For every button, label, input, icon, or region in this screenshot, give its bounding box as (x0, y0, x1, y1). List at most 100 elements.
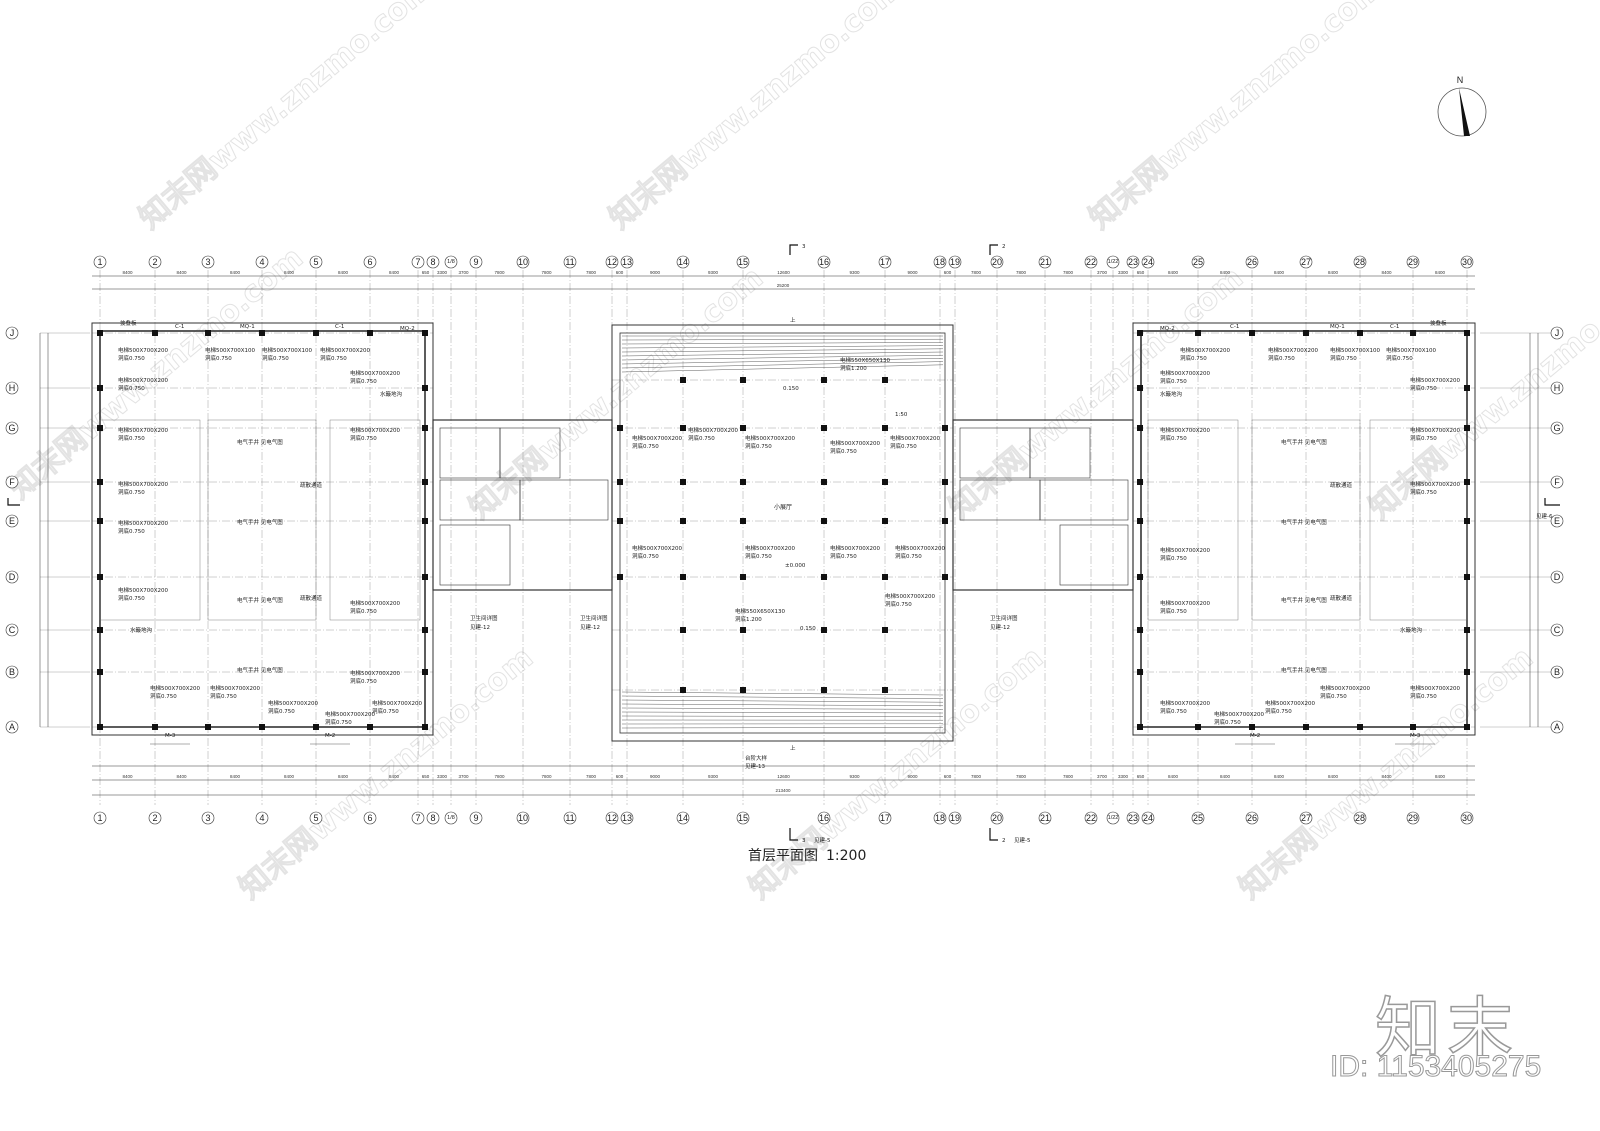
vent-annotation: 电梯500X700X200 (350, 426, 401, 434)
dimension-text: 7800 (541, 774, 552, 779)
structural-column (97, 724, 103, 730)
structural-column (821, 627, 827, 633)
axis-label-1: 1 (97, 813, 102, 823)
axis-label-19: 19 (950, 813, 960, 823)
axis-bubble (990, 255, 1004, 269)
axis-bubble (990, 811, 1004, 825)
vent-annotation: 电梯500X700X200 (890, 434, 941, 442)
toilet-detail-label: 卫生间详图 (580, 614, 608, 622)
vent-sill-annotation: 洞底0.750 (1386, 354, 1413, 362)
vent-annotation: 电梯500X700X200 (210, 684, 261, 692)
structural-column (422, 385, 428, 391)
evacuation-channel-label: 疏散通道 (300, 481, 323, 489)
vent-annotation: 电梯500X700X200 (688, 426, 739, 434)
axis-bubble (201, 255, 215, 269)
axis-label-10: 10 (518, 813, 528, 823)
dimension-text: 8400 (389, 270, 400, 275)
axis-label-B: B (1554, 667, 1560, 677)
exhibition-hall-inner-wall (619, 332, 946, 734)
vent-annotation: 电梯500X700X200 (1160, 426, 1211, 434)
axis-bubble (255, 255, 269, 269)
section-mark-ref: 见建-5 (1014, 836, 1031, 844)
dimension-text: 7800 (586, 270, 597, 275)
axis-label-17: 17 (880, 257, 890, 267)
vent-sill-annotation: 洞底0.750 (350, 434, 377, 442)
structural-column (1137, 330, 1143, 336)
axis-label-9: 9 (473, 813, 478, 823)
axis-label-5: 5 (313, 813, 318, 823)
axis-label-H: H (9, 383, 16, 393)
watermark-text: 知末网www.znzmo.com (133, 0, 440, 236)
axis-bubble (1038, 811, 1052, 825)
section-mark-ref: 见建-6 (1536, 512, 1553, 520)
axis-label-29: 29 (1408, 257, 1418, 267)
axis-bubble (426, 255, 440, 269)
axis-bubble (1550, 514, 1564, 528)
axis-bubble (1406, 255, 1420, 269)
vent-sill-annotation: 洞底0.750 (1330, 354, 1357, 362)
section-mark (7, 498, 20, 506)
axis-label-30: 30 (1462, 257, 1472, 267)
structural-column (1464, 627, 1470, 633)
axis-label-A: A (1554, 722, 1560, 732)
axis-bubble (605, 811, 619, 825)
duct-annotation: 洞底1.200 (840, 364, 867, 372)
stair-up-label: 上 (790, 744, 796, 752)
axis-bubble (1245, 811, 1259, 825)
level-mark: ±0.000 (785, 563, 806, 569)
evacuation-channel-label: 疏散通道 (1330, 594, 1353, 602)
structural-column (942, 574, 948, 580)
dimension-text: 8400 (1328, 774, 1339, 779)
vent-annotation: 电梯500X700X200 (118, 376, 169, 384)
dimension-text: 7800 (1063, 774, 1074, 779)
water-trench-label: 水簸地沟 (1160, 390, 1183, 398)
stair-detail-label: 台阶大样 (745, 754, 768, 762)
axis-bubble (5, 514, 19, 528)
structural-column (97, 627, 103, 633)
dimension-text: 8400 (1220, 270, 1231, 275)
axis-bubble (736, 255, 750, 269)
axis-label-27: 27 (1301, 257, 1311, 267)
vent-annotation: 电梯500X700X200 (885, 592, 936, 600)
axis-bubble (878, 255, 892, 269)
structural-column (1464, 425, 1470, 431)
axis-bubble (1084, 255, 1098, 269)
dimension-text: 9000 (650, 270, 661, 275)
vent-annotation: 电梯500X700X200 (1160, 369, 1211, 377)
stair-tread (621, 351, 944, 357)
stair-up-label: 上 (790, 316, 796, 324)
vent-sill-annotation: 洞底0.750 (262, 354, 289, 362)
vent-sill-annotation: 洞底0.750 (350, 377, 377, 385)
stair-tread (621, 364, 944, 373)
axis-label-G: G (8, 423, 15, 433)
dimension-text: 7800 (541, 270, 552, 275)
vent-sill-annotation: 洞底0.750 (1160, 554, 1187, 562)
axis-bubble (1245, 255, 1259, 269)
axis-bubble (411, 811, 425, 825)
north-label: N (1457, 75, 1464, 85)
watermark-brand: 知末网 (1083, 151, 1174, 236)
vent-annotation: 电梯500X700X200 (320, 346, 371, 354)
structural-column (882, 627, 888, 633)
structural-column (1137, 724, 1143, 730)
room-outline (499, 427, 561, 479)
electric-shaft-label: 电气手井 见电气图 (1281, 666, 1327, 674)
axis-bubble (1191, 811, 1205, 825)
room-outline (1251, 419, 1361, 621)
vent-annotation: 电梯500X700X200 (632, 434, 683, 442)
stair-tread (621, 355, 944, 361)
axis-label-H: H (1554, 383, 1561, 393)
axis-bubble (426, 811, 440, 825)
room-outline (1029, 427, 1091, 479)
dimension-text: 8400 (122, 774, 133, 779)
vent-sill-annotation: 洞底0.750 (118, 384, 145, 392)
axis-label-13: 13 (622, 257, 632, 267)
axis-bubble (1106, 255, 1120, 269)
vent-annotation: 电梯500X700X100 (1386, 346, 1437, 354)
dimension-text: 7800 (586, 774, 597, 779)
evacuation-channel-label: 疏散通道 (300, 594, 323, 602)
structural-column (617, 425, 623, 431)
structural-column (313, 724, 319, 730)
vent-annotation: 电梯500X700X200 (1410, 376, 1461, 384)
vent-sill-annotation: 洞底0.750 (325, 718, 352, 726)
